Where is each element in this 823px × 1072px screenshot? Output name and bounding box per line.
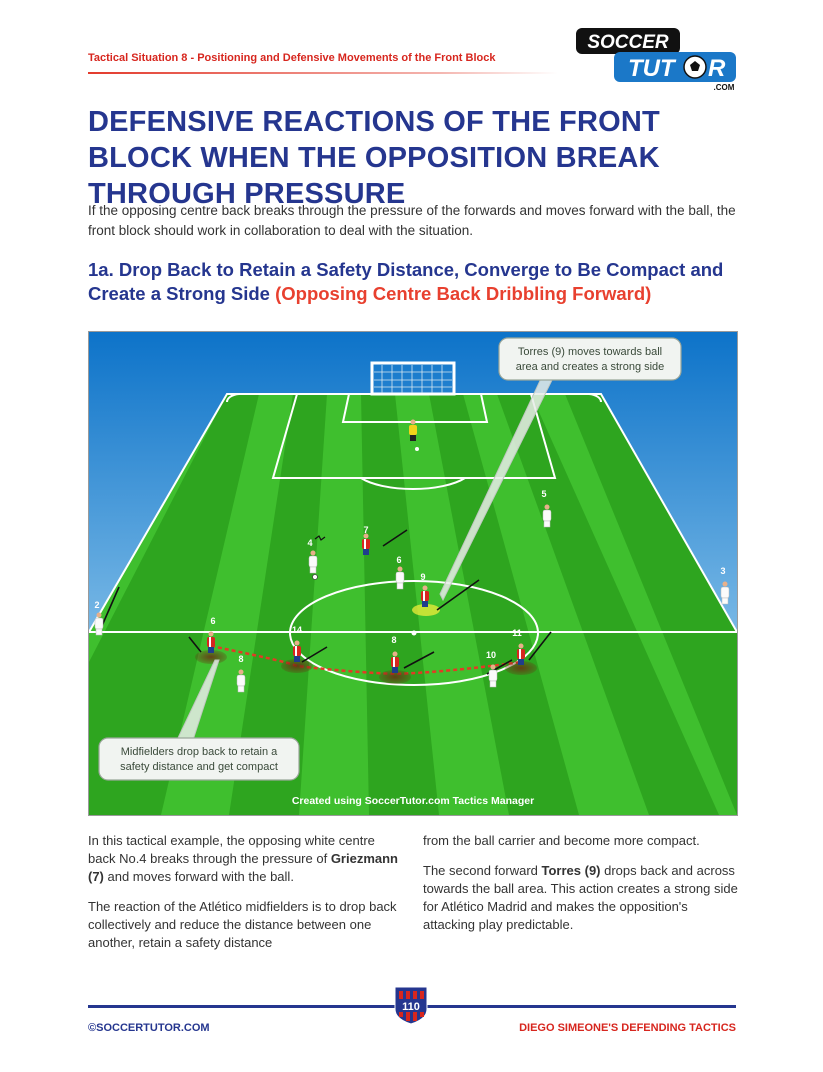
callout-bottom-line1: Midfielders drop back to retain a	[121, 746, 278, 758]
player-red-9	[421, 585, 429, 607]
compact-line	[210, 644, 522, 676]
players	[94, 419, 730, 693]
player-white-5	[542, 504, 552, 528]
player-white-10	[488, 664, 498, 688]
callout-bottom: Midfielders drop back to retain a safety…	[98, 737, 300, 781]
player-number: 9	[420, 572, 425, 582]
player-number: 10	[486, 650, 496, 660]
body-paragraph: The reaction of the Atlético midfielders…	[88, 899, 397, 950]
tactics-diagram: 7 4 6 9 5 3 2 6 14 8 11 10 8 Torres (9) …	[88, 331, 738, 816]
player-number: 2	[94, 600, 99, 610]
player-number: 4	[307, 538, 312, 548]
logo-line1: SOCCER	[587, 32, 669, 53]
player-goalkeeper	[409, 419, 417, 441]
body-paragraph: The second forward Torres (9) drops back…	[423, 863, 738, 932]
body-paragraph: from the ball carrier and become more co…	[423, 833, 700, 848]
section-heading: 1a. Drop Back to Retain a Safety Distanc…	[88, 258, 768, 306]
section-heading-highlight: (Opposing Centre Back Dribbling Forward)	[275, 283, 652, 304]
header-rule	[88, 72, 558, 74]
player-red-6	[207, 631, 215, 653]
player-number: 14	[292, 625, 302, 635]
pitch	[89, 394, 737, 815]
body-column-right: from the ball carrier and become more co…	[423, 832, 738, 946]
player-number: 11	[512, 628, 522, 638]
player-white-6-top	[395, 566, 405, 590]
player-numbers: 7 4 6 9 5 3 2 6 14 8 11 10 8	[94, 489, 725, 664]
logo-line2-left: TUT	[628, 55, 677, 82]
movement-arrows	[100, 529, 552, 675]
callout-top-line1: Torres (9) moves towards ball	[518, 346, 662, 358]
soccer-ball-icon	[683, 55, 707, 79]
intro-paragraph: If the opposing centre back breaks throu…	[88, 203, 736, 238]
player-white-3	[720, 581, 730, 605]
player-number: 7	[363, 525, 368, 535]
player-white-4	[308, 550, 318, 580]
body-column-left: In this tactical example, the opposing w…	[88, 832, 403, 964]
goal	[370, 361, 456, 396]
player-number: 8	[238, 654, 243, 664]
player-number: 3	[720, 566, 725, 576]
page-title: DEFENSIVE REACTIONS OF THE FRONT BLOCK W…	[88, 106, 660, 210]
section-heading-main: 1a. Drop Back to Retain a Safety Distanc…	[88, 259, 724, 304]
footer-copyright: ©SOCCERTUTOR.COM	[88, 1022, 210, 1034]
player-white-7	[362, 533, 370, 555]
player-number: 8	[391, 635, 396, 645]
logo-line2-right: R	[708, 55, 726, 82]
player-number: 6	[210, 616, 215, 626]
player-number: 5	[541, 489, 546, 499]
callout-bottom-line2: safety distance and get compact	[120, 761, 278, 773]
player-number: 6	[396, 555, 401, 565]
header-situation: Tactical Situation 8 -	[88, 52, 198, 64]
player-red-8	[391, 651, 399, 673]
running-header: Tactical Situation 8 - Positioning and D…	[88, 52, 495, 64]
player-red-11	[517, 643, 525, 665]
body-paragraph: In this tactical example, the opposing w…	[88, 833, 398, 884]
footer-book-title: DIEGO SIMEONE'S DEFENDING TACTICS	[519, 1022, 736, 1034]
header-topic: Positioning and Defensive Movements of t…	[197, 52, 496, 64]
soccertutor-logo: SOCCER TUT R .COM	[576, 28, 736, 92]
logo-line3: .COM	[714, 83, 735, 92]
dribble-squiggle	[314, 535, 326, 541]
player-white-8	[236, 669, 246, 693]
diagram-credit: Created using SoccerTutor.com Tactics Ma…	[292, 795, 534, 807]
player-white-2	[94, 612, 104, 636]
callout-top: Torres (9) moves towards ball area and c…	[498, 337, 682, 381]
page-number: 110	[402, 1001, 420, 1013]
page-number-badge: 110	[394, 986, 428, 1025]
callout-top-line2: area and creates a strong side	[516, 361, 665, 373]
player-red-14	[293, 640, 301, 662]
